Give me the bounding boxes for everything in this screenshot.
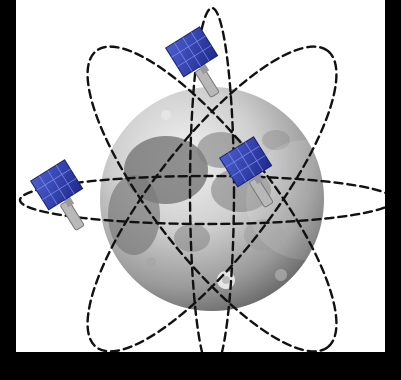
diagram-canvas bbox=[16, 0, 385, 352]
solar-panel-satellite-icon bbox=[31, 160, 100, 237]
moon-orbit-diagram bbox=[16, 0, 385, 352]
satellite-left bbox=[31, 160, 100, 237]
